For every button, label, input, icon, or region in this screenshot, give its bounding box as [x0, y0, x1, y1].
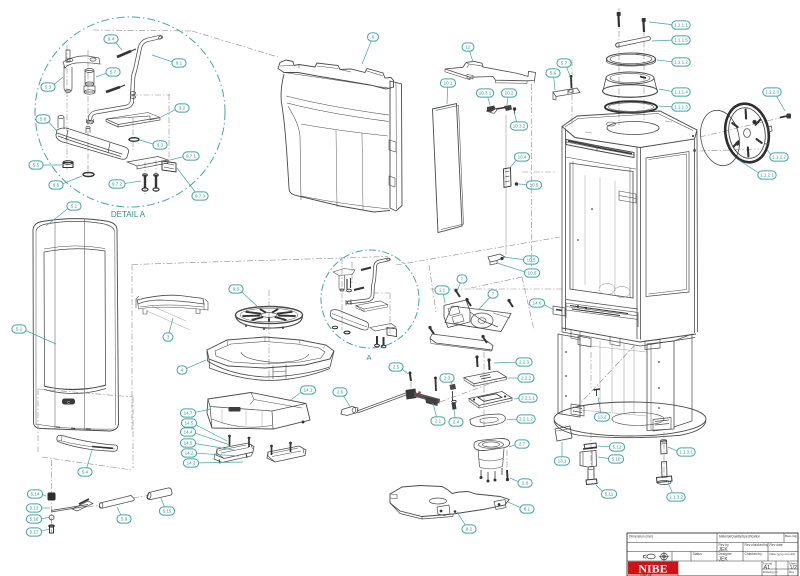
svg-text:5.15: 5.15 [163, 509, 172, 514]
svg-text:2.2.1.2: 2.2.1.2 [519, 417, 533, 422]
svg-text:1.1.1.1: 1.1.1.1 [674, 23, 688, 28]
svg-text:4: 4 [181, 368, 184, 373]
svg-text:12: 12 [465, 45, 471, 50]
svg-text:9.6: 9.6 [53, 183, 60, 188]
svg-text:8.2: 8.2 [466, 527, 473, 532]
svg-text:2.1: 2.1 [435, 419, 442, 424]
svg-text:9.1: 9.1 [176, 61, 183, 66]
svg-text:1.1.1.3: 1.1.1.3 [674, 105, 688, 110]
svg-text:5.13: 5.13 [30, 506, 39, 511]
svg-text:10.6: 10.6 [528, 271, 537, 276]
svg-text:13.2: 13.2 [598, 415, 607, 420]
svg-text:2.2.1.1: 2.2.1.1 [521, 396, 535, 401]
svg-text:Rev date: Rev date [770, 543, 783, 547]
svg-text:6: 6 [372, 35, 375, 40]
svg-text:Checked by: Checked by [745, 552, 763, 556]
svg-text:1/2: 1/2 [790, 565, 798, 571]
svg-text:1.1.2.1: 1.1.2.1 [760, 173, 774, 178]
svg-text:10.2: 10.2 [505, 91, 514, 96]
svg-text:2.4: 2.4 [453, 420, 460, 425]
svg-text:5.4: 5.4 [82, 470, 89, 475]
svg-text:1.1.2.2: 1.1.2.2 [772, 155, 786, 160]
svg-text:JEK: JEK [719, 557, 729, 563]
svg-text:Rev checked by: Rev checked by [745, 543, 769, 547]
svg-text:10.3.1: 10.3.1 [479, 91, 492, 96]
svg-text:10.4: 10.4 [518, 155, 527, 160]
svg-text:2.8: 2.8 [522, 481, 529, 486]
svg-text:Date (yyyy-mm-dd): Date (yyyy-mm-dd) [770, 552, 796, 556]
svg-text:9.7.1: 9.7.1 [186, 154, 197, 159]
svg-text:14.4: 14.4 [184, 430, 193, 435]
svg-text:10.5: 10.5 [530, 183, 539, 188]
svg-text:3: 3 [167, 335, 170, 340]
svg-text:7: 7 [461, 277, 464, 282]
svg-text:1.1.3.1: 1.1.3.1 [679, 450, 693, 455]
svg-text:5.8: 5.8 [40, 117, 47, 122]
svg-text:5.11: 5.11 [605, 492, 614, 497]
svg-text:14.2: 14.2 [185, 451, 194, 456]
svg-text:DETAIL A: DETAIL A [111, 210, 146, 219]
svg-text:9.2: 9.2 [179, 106, 186, 111]
svg-text:14.3: 14.3 [187, 461, 196, 466]
svg-text:1.1.1.2: 1.1.1.2 [674, 60, 688, 65]
svg-text:Sheet: Sheet [789, 562, 797, 566]
svg-text:14.5: 14.5 [185, 421, 194, 426]
svg-text:5.2: 5.2 [16, 327, 23, 332]
svg-text:Rev: Rev [789, 570, 795, 574]
svg-text:9.4: 9.4 [108, 37, 115, 42]
svg-text:5.12: 5.12 [613, 445, 622, 450]
svg-text:7: 7 [492, 292, 495, 297]
svg-text:5.17: 5.17 [30, 530, 39, 535]
svg-text:1.1.2.3: 1.1.2.3 [765, 90, 779, 95]
svg-text:Status: Status [693, 552, 703, 556]
svg-text:5.5: 5.5 [33, 163, 40, 168]
svg-text:14.6: 14.6 [533, 301, 542, 306]
svg-text:14.1: 14.1 [304, 388, 313, 393]
svg-text:JEK: JEK [719, 547, 729, 553]
svg-text:14.7: 14.7 [184, 411, 193, 416]
svg-text:C: C [67, 400, 70, 404]
svg-text:Drawing no: Drawing no [763, 570, 778, 574]
svg-text:NIBE: NIBE [638, 562, 667, 576]
svg-text:Rev by: Rev by [719, 543, 730, 547]
svg-text:9.3: 9.3 [157, 143, 164, 148]
svg-text:5.10: 5.10 [612, 457, 621, 462]
svg-text:9.7.2: 9.7.2 [112, 182, 123, 187]
svg-text:Material/Quality/Specification: Material/Quality/Specification [719, 535, 760, 539]
svg-text:1.1.1.5: 1.1.1.5 [674, 38, 688, 43]
svg-text:5.9: 5.9 [121, 517, 128, 522]
svg-text:1.1: 1.1 [439, 288, 446, 293]
svg-text:NIBE AB: NIBE AB [641, 574, 652, 576]
svg-text:Dimension (mm): Dimension (mm) [629, 535, 653, 539]
svg-text:8.1: 8.1 [524, 507, 531, 512]
svg-text:Format: Format [763, 562, 772, 566]
svg-text:9.7.3: 9.7.3 [195, 194, 206, 199]
svg-text:2.2.2: 2.2.2 [521, 376, 532, 381]
svg-text:13.1: 13.1 [558, 459, 567, 464]
svg-text:5.1: 5.1 [71, 204, 78, 209]
svg-text:5.7: 5.7 [561, 61, 568, 66]
svg-text:1.1.1.4: 1.1.1.4 [674, 90, 688, 95]
svg-text:2.5: 2.5 [393, 365, 400, 370]
svg-text:14.5: 14.5 [184, 441, 193, 446]
svg-text:10.1: 10.1 [444, 81, 453, 86]
svg-text:10.3.2: 10.3.2 [513, 124, 526, 129]
svg-text:2.6: 2.6 [337, 390, 344, 395]
svg-text:9.5: 9.5 [233, 287, 240, 292]
svg-text:2.7: 2.7 [519, 442, 526, 447]
svg-text:Designer: Designer [719, 552, 733, 556]
svg-text:Mass (kg): Mass (kg) [785, 534, 797, 538]
svg-text:5.14: 5.14 [31, 492, 40, 497]
svg-text:2.3: 2.3 [444, 376, 451, 381]
svg-text:2.2.3: 2.2.3 [519, 360, 530, 365]
svg-text:A: A [366, 353, 371, 362]
svg-text:1.1.3.2: 1.1.3.2 [669, 495, 683, 500]
svg-text:5.6: 5.6 [550, 71, 557, 76]
svg-text:A1: A1 [764, 565, 771, 571]
svg-text:5.7: 5.7 [110, 70, 117, 75]
svg-text:5.16: 5.16 [30, 517, 39, 522]
svg-text:5.3: 5.3 [45, 85, 52, 90]
